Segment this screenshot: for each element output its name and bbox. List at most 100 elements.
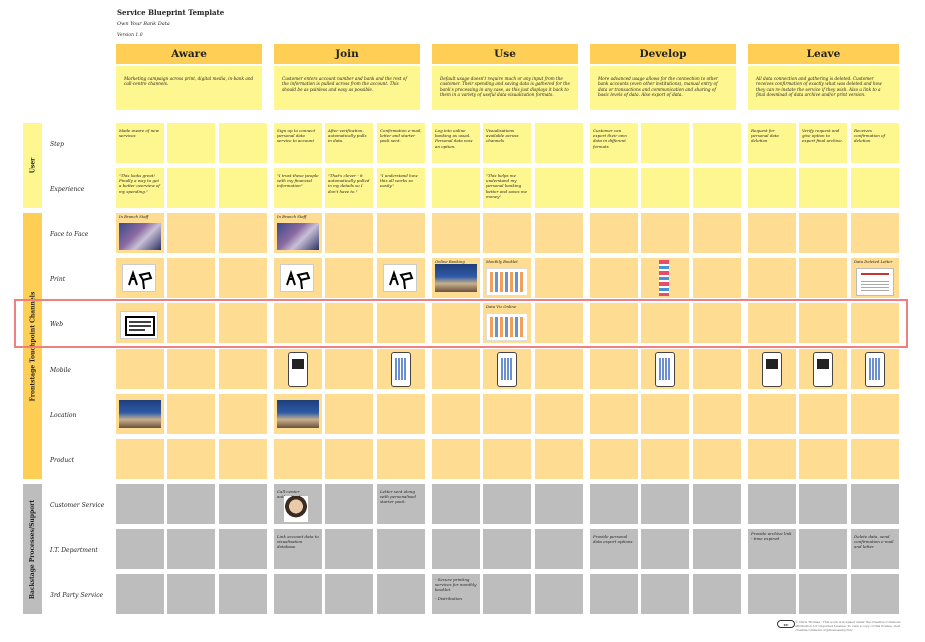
blueprint-cell-tp (377, 574, 425, 614)
footer-license: © Chris Thomas - This work is licensed u… (795, 620, 901, 632)
blueprint-cell-it (116, 529, 164, 569)
touchpoint-image (119, 223, 161, 250)
blueprint-cell-exp: "This looks great! Finally a way to get … (116, 168, 164, 208)
row-label: Mobile (50, 367, 71, 374)
blueprint-cell-cs (219, 484, 267, 524)
blueprint-cell-f2f (590, 213, 638, 253)
blueprint-cell-f2f (432, 213, 480, 253)
blueprint-cell-it (693, 529, 741, 569)
blueprint-cell-tp (748, 574, 796, 614)
blueprint-cell-prod (641, 439, 689, 479)
blueprint-cell-loc (219, 394, 267, 434)
blueprint-cell-cs (167, 484, 215, 524)
blueprint-cell-it (167, 529, 215, 569)
sticky-note: Customer can export their own data in di… (593, 128, 627, 149)
row-label: Face to Face (50, 231, 89, 238)
blueprint-cell-prod (483, 439, 531, 479)
blueprint-cell-tp (167, 574, 215, 614)
blueprint-cell-loc (851, 394, 899, 434)
blueprint-cell-web (219, 303, 267, 343)
sticky-note: Provide personal data export options (593, 534, 633, 545)
band-label-user: User (29, 157, 36, 174)
blueprint-cell-cs (116, 484, 164, 524)
touchpoint-image (486, 268, 528, 296)
touchpoint-image (655, 352, 675, 387)
blueprint-cell-exp: "I trust these people with my financial … (274, 168, 322, 208)
blueprint-cell-mobile (167, 349, 215, 389)
touchpoint-image (277, 400, 319, 428)
blueprint-cell-mobile (483, 349, 531, 389)
blueprint-cell-print (377, 258, 425, 298)
blueprint-cell-loc (432, 394, 480, 434)
blueprint-cell-cs (432, 484, 480, 524)
blueprint-cell-step: Confirmation e-mail, letter and starter … (377, 123, 425, 163)
touchpoint-image (486, 313, 528, 341)
blueprint-cell-step (535, 123, 583, 163)
blueprint-cell-loc (274, 394, 322, 434)
blueprint-cell-tp (274, 574, 322, 614)
touchpoint-image (856, 268, 894, 296)
blueprint-cell-loc (377, 394, 425, 434)
blueprint-cell-mobile (851, 349, 899, 389)
phase-header-0: Aware (116, 44, 262, 64)
blueprint-cell-print: Monthly Booklet (483, 258, 531, 298)
blueprint-cell-exp (590, 168, 638, 208)
blueprint-cell-mobile (590, 349, 638, 389)
sticky-note: Verify request and give option to export… (802, 128, 843, 144)
touchpoint-image (762, 352, 782, 387)
blueprint-cell-exp (219, 168, 267, 208)
blueprint-cell-loc (167, 394, 215, 434)
blueprint-cell-print (641, 258, 689, 298)
blueprint-cell-it: Provide archive link - time expired (748, 529, 796, 569)
blueprint-cell-prod (748, 439, 796, 479)
blueprint-cell-web (377, 303, 425, 343)
blueprint-cell-loc (693, 394, 741, 434)
blueprint-cell-loc (116, 394, 164, 434)
blueprint-cell-exp: "That's clever - it automatically pulled… (325, 168, 373, 208)
blueprint-cell-it: Delete data, send confirmation e-mail an… (851, 529, 899, 569)
blueprint-cell-step: Customer can export their own data in di… (590, 123, 638, 163)
touchpoint-image (497, 352, 517, 387)
blueprint-cell-tp (693, 574, 741, 614)
blueprint-cell-prod (377, 439, 425, 479)
blueprint-cell-web: Data Viz Online (483, 303, 531, 343)
touchpoint-caption: Data Deleted Letter (854, 259, 893, 264)
blueprint-cell-mobile (693, 349, 741, 389)
sticky-note: "I trust these people with my financial … (277, 173, 319, 189)
sticky-note: Log into online banking as usual. Person… (435, 128, 473, 149)
sticky-note: - Distribution (435, 595, 462, 601)
blueprint-cell-loc (641, 394, 689, 434)
blueprint-cell-web (535, 303, 583, 343)
band-user: User (23, 123, 42, 208)
blueprint-cell-f2f (693, 213, 741, 253)
blueprint-cell-print (748, 258, 796, 298)
blueprint-cell-it (483, 529, 531, 569)
blueprint-cell-it (325, 529, 373, 569)
blueprint-cell-loc (799, 394, 847, 434)
touchpoint-image (120, 311, 158, 339)
touchpoint-image (383, 264, 417, 292)
blueprint-cell-cs (799, 484, 847, 524)
blueprint-cell-mobile (377, 349, 425, 389)
row-label: Product (50, 457, 74, 464)
sticky-note: Delete data, send confirmation e-mail an… (854, 534, 894, 550)
blueprint-cell-mobile (641, 349, 689, 389)
touchpoint-image (288, 352, 308, 387)
blueprint-cell-mobile (535, 349, 583, 389)
touchpoint-image (391, 352, 411, 387)
blueprint-cell-prod (799, 439, 847, 479)
blueprint-cell-step: Verify request and give option to export… (799, 123, 847, 163)
version-label: Version 1.0 (117, 33, 143, 38)
blueprint-cell-web (799, 303, 847, 343)
blueprint-cell-it (641, 529, 689, 569)
blueprint-cell-print (219, 258, 267, 298)
blueprint-cell-cs: Call-center authentication (274, 484, 322, 524)
touchpoint-image (122, 264, 156, 292)
blueprint-cell-prod (116, 439, 164, 479)
blueprint-cell-prod (590, 439, 638, 479)
blueprint-cell-loc (748, 394, 796, 434)
blueprint-cell-print (274, 258, 322, 298)
blueprint-cell-prod (274, 439, 322, 479)
row-label: 3rd Party Service (50, 592, 104, 599)
blueprint-cell-tp (851, 574, 899, 614)
